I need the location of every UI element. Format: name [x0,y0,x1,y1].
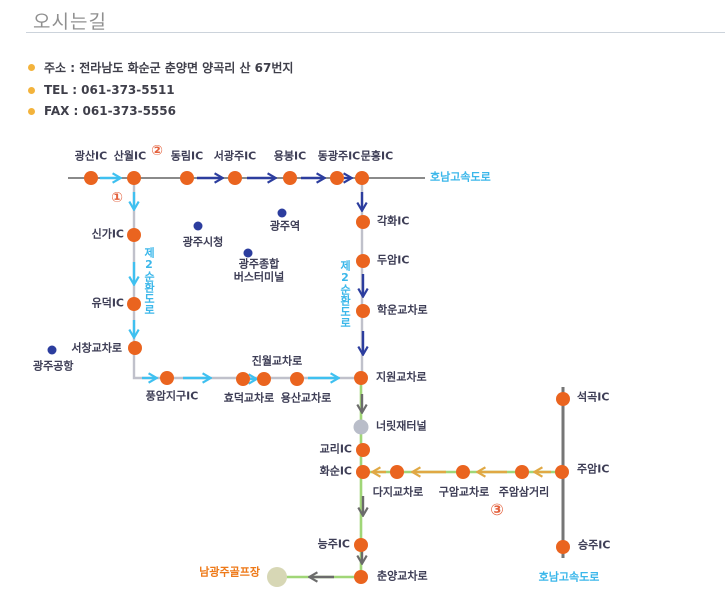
road-loop-left [132,178,361,380]
node-jiwon-junction [354,371,368,385]
node-juam-ic [555,465,569,479]
label-seokgok-ic: 석곡IC [577,390,610,404]
label-jinwol: 진월교차로 [251,354,303,368]
label-yongsan: 용산교차로 [280,391,332,405]
label-yongbong-ic: 용봉IC [273,149,307,163]
page-title: 오시는길 [33,11,107,33]
label-seochang: 서창교차로 [71,341,122,355]
label-golf-course: 남광주골프장 [199,565,260,579]
tel-row: TEL : 061-373-5511 [28,83,293,97]
dot-terminal [243,248,253,258]
label-guam: 구암교차로 [438,485,490,499]
node-munheung-ic [355,171,369,185]
node-yongbong-ic [283,171,297,185]
label-seungju-ic: 승주IC [578,538,611,552]
node-golf-course [267,567,287,587]
label-pungam-ic: 풍암지구IC [145,389,199,403]
node-seokgok-ic [556,392,570,406]
route-arrows [100,178,551,577]
label-hwasun-ic: 화순IC [319,464,352,478]
node-hwasun-ic [356,465,370,479]
node-singa-ic [127,228,141,242]
route-marker-3: ③ [490,499,504,519]
label-yudeok-ic: 유덕IC [91,296,124,310]
label-loop-road-left: 제2순환도로 [142,247,156,315]
tel-text: TEL : 061-373-5511 [44,83,175,97]
label-chunyang: 춘양교차로 [377,569,428,583]
label-cityhall: 광주시청 [182,235,224,249]
node-sanwol-ic [127,171,141,185]
label-daji: 다지교차로 [372,485,424,499]
node-gakhwa-ic [356,215,370,229]
route-nodes [84,171,570,584]
label-loop-road-right: 제2순환도로 [338,260,352,328]
dot-cityhall [193,221,203,231]
label-juam-ic: 주암IC [577,462,610,476]
label-station: 광주역 [269,219,301,233]
route-marker-1: ① [111,189,123,206]
bullet-icon [28,107,35,115]
node-chunyang-junction [354,570,368,584]
label-seogwangju-ic: 서광주IC [213,149,257,163]
label-singa-ic: 신가IC [91,227,124,241]
label-hakun: 학운교차로 [377,303,428,317]
address-row: 주소 : 전라남도 화순군 춘양면 양곡리 산 67번지 [28,59,293,76]
label-terminal: 광주종합 버스터미널 [233,257,285,283]
label-neungju-ic: 능주IC [317,537,350,551]
node-yudeok-ic [127,297,141,311]
node-jinwol-junction [257,372,271,386]
node-daji-junction [390,465,404,479]
bullet-icon [28,64,35,71]
label-munheung-ic: 문흥IC [360,149,394,163]
label-honam-expressway-bottom: 호남고속도로 [538,570,600,584]
node-neoritjae-tunnel [353,419,369,435]
label-gakhwa-ic: 각화IC [377,214,410,228]
label-sanwol-ic: 산월IC [113,149,147,163]
route-marker-2: ② [151,142,163,159]
node-yongsan-junction [290,372,304,386]
label-honam-expressway-top: 호남고속도로 [430,170,491,184]
label-airport: 광주공항 [33,359,74,373]
node-juamsamgeori [515,465,529,479]
fax-row: FAX : 061-373-5556 [28,104,293,118]
label-gwangsan-ic: 광산IC [74,149,108,163]
node-hyodeok-junction [236,372,250,386]
address-text: 주소 : 전라남도 화순군 춘양면 양곡리 산 67번지 [44,61,294,75]
dot-airport [47,345,57,355]
node-gyori-ic [356,443,370,457]
bullet-icon [28,86,35,94]
node-duam-ic [356,254,370,268]
label-gyori-ic: 교리IC [319,442,352,456]
fax-text: FAX : 061-373-5556 [44,104,176,118]
node-seochang-junction [128,341,142,355]
title-divider [26,32,725,33]
label-duam-ic: 두암IC [377,253,410,267]
label-dongnim-ic: 동림IC [170,149,204,163]
node-donggwangju-ic [330,171,344,185]
node-seungju-ic [556,540,570,554]
contact-info: 주소 : 전라남도 화순군 춘양면 양곡리 산 67번지 TEL : 061-3… [28,59,293,118]
label-donggwangju-ic: 동광주IC [317,149,361,163]
node-pungam-ic [160,371,174,385]
node-guam-junction [456,465,470,479]
landmark-dots [47,208,287,355]
label-juamsamgeori: 주암삼거리 [498,485,550,499]
node-neungju-ic [354,538,368,552]
node-dongnim-ic [180,171,194,185]
node-seogwangju-ic [228,171,242,185]
label-hyodeok: 효덕교차로 [223,391,275,405]
label-jiwon: 지원교차로 [376,370,427,384]
node-hakun-junction [356,304,370,318]
node-gwangsan-ic [84,171,98,185]
label-neoritjae: 너릿재터널 [376,419,427,433]
dot-station [277,208,287,218]
